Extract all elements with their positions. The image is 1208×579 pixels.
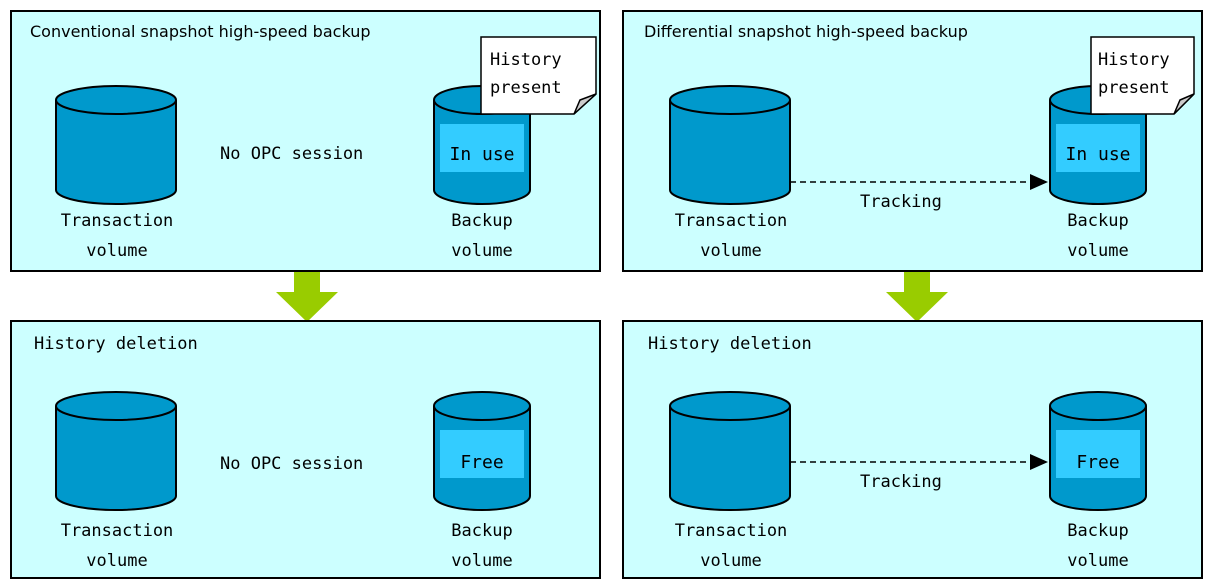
backup-volume-label: Backup volume	[451, 211, 513, 261]
no-opc-session-label: No OPC session	[220, 144, 364, 164]
transaction-volume-cylinder	[55, 85, 177, 205]
backup-state-label: In use	[449, 144, 515, 165]
transition-arrow-left	[276, 272, 338, 322]
backup-volume-label: Backup volume	[1067, 521, 1129, 571]
transaction-volume-cylinder	[669, 85, 791, 205]
transaction-volume-label: Transaction volume	[60, 211, 174, 261]
transaction-volume-cylinder	[55, 391, 177, 511]
history-present-note-text: History present	[1098, 50, 1170, 98]
backup-volume-label: Backup volume	[451, 521, 513, 571]
panel-conventional-backup: Conventional snapshot high-speed backup …	[10, 10, 601, 272]
transaction-volume-label: Transaction volume	[674, 521, 788, 571]
backup-volume-cylinder	[433, 391, 531, 511]
tracking-label: Tracking	[860, 472, 942, 492]
panel-history-deletion-conventional: History deletion Transaction volume No O…	[10, 320, 601, 579]
backup-volume-label: Backup volume	[1067, 211, 1129, 261]
tracking-arrow	[790, 454, 1048, 470]
history-present-note-icon	[1090, 36, 1195, 115]
backup-volume-cylinder	[433, 85, 531, 205]
history-present-note-text: History present	[490, 50, 562, 98]
no-opc-session-label: No OPC session	[220, 454, 364, 474]
transaction-volume-label: Transaction volume	[60, 521, 174, 571]
transition-arrow-right	[886, 272, 948, 322]
panel-title: Differential snapshot high-speed backup	[644, 22, 968, 41]
history-present-note-icon	[480, 36, 597, 115]
backup-volume-cylinder	[1049, 391, 1147, 511]
panel-title: Conventional snapshot high-speed backup	[30, 22, 371, 41]
panel-differential-backup: Differential snapshot high-speed backup …	[622, 10, 1203, 272]
transaction-volume-label: Transaction volume	[674, 211, 788, 261]
transaction-volume-cylinder	[669, 391, 791, 511]
tracking-label: Tracking	[860, 192, 942, 212]
panel-title: History deletion	[34, 334, 198, 354]
backup-state-label: Free	[1076, 452, 1120, 473]
tracking-arrow	[790, 174, 1048, 190]
backup-state-label: In use	[1065, 144, 1131, 165]
backup-state-label: Free	[460, 452, 504, 473]
panel-history-deletion-differential: History deletion Transaction volume Trac…	[622, 320, 1203, 579]
panel-title: History deletion	[648, 334, 812, 354]
